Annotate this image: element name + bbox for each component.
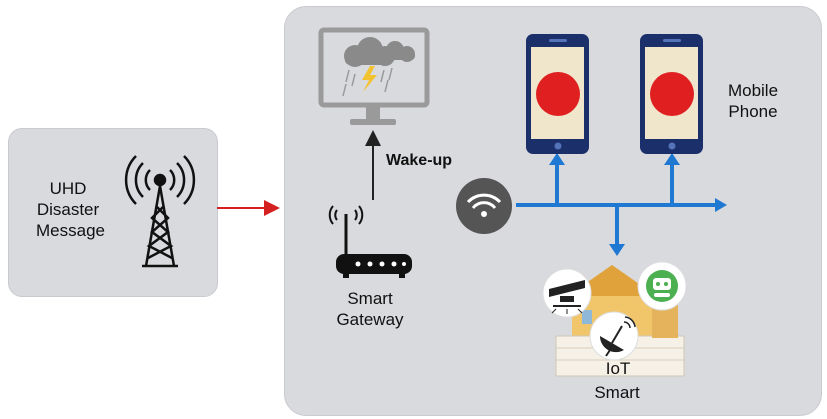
smartphone-icon: [526, 34, 589, 154]
smart-label: Smart: [594, 383, 640, 402]
robot-icon: [637, 261, 687, 311]
satellite-dish-icon: [589, 311, 639, 361]
network-arrows: [516, 153, 727, 256]
iot-label: IoT: [605, 359, 631, 378]
source-label: UHD Disaster Message: [36, 179, 105, 240]
smartphone-icon: [640, 34, 703, 154]
source-panel: [8, 128, 218, 297]
router-icon: [328, 205, 412, 278]
mobile-phone-label: Mobile Phone: [727, 81, 779, 121]
weather-monitor-icon: [318, 27, 430, 125]
cctv-camera-icon: [542, 268, 592, 318]
wakeup-label: Wake-up: [386, 152, 453, 169]
broadcast-tower-icon: [124, 155, 196, 268]
wifi-icon: [456, 178, 512, 234]
gateway-label: Smart Gateway: [336, 289, 404, 329]
